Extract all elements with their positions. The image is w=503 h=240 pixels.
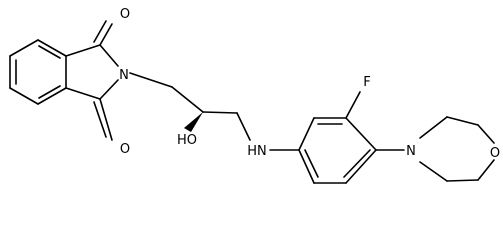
bond (345, 149, 377, 184)
bond (37, 87, 67, 105)
bond (419, 161, 448, 182)
atom-label-o-morpholine: O (490, 146, 500, 161)
bond (446, 179, 479, 182)
bond (298, 149, 315, 184)
atom-labels: O O N HO HN F N O (119, 7, 500, 161)
atom-label-ho: HO (177, 133, 197, 148)
bond (345, 91, 361, 119)
bond (345, 117, 377, 151)
chemical-structure: O O N HO HN F N O (9, 7, 500, 184)
bond-double-inner (343, 149, 371, 178)
bond (171, 86, 204, 113)
bond (93, 20, 107, 43)
bond (37, 39, 67, 57)
bond (419, 116, 448, 139)
structure-canvas: O O N HO HN F N O (9, 7, 500, 184)
bond (99, 23, 113, 46)
atom-label-n-morpholine: N (406, 144, 416, 159)
bond-lines (9, 20, 495, 184)
bond (446, 116, 479, 126)
bond (93, 101, 107, 138)
atom-label-n-imide: N (119, 68, 129, 83)
bond (9, 87, 39, 105)
atom-label-f: F (363, 75, 370, 90)
bond (298, 117, 315, 151)
bond (65, 44, 101, 57)
atom-label-nh: HN (247, 144, 267, 159)
atom-label-o-bottom: O (120, 142, 130, 157)
bond (202, 111, 238, 114)
bond (477, 159, 495, 181)
bond (99, 98, 113, 141)
bond-double-inner (304, 149, 319, 178)
bond (9, 39, 39, 57)
bond (99, 79, 119, 100)
bond (99, 44, 119, 67)
wedge-bond (184, 112, 203, 132)
atom-label-o-top: O (120, 7, 130, 22)
bond (236, 112, 251, 141)
bond-double-inner (38, 85, 61, 99)
bond (65, 87, 101, 100)
bond (129, 72, 173, 88)
bond-double-inner (38, 45, 61, 59)
bond (477, 124, 495, 144)
